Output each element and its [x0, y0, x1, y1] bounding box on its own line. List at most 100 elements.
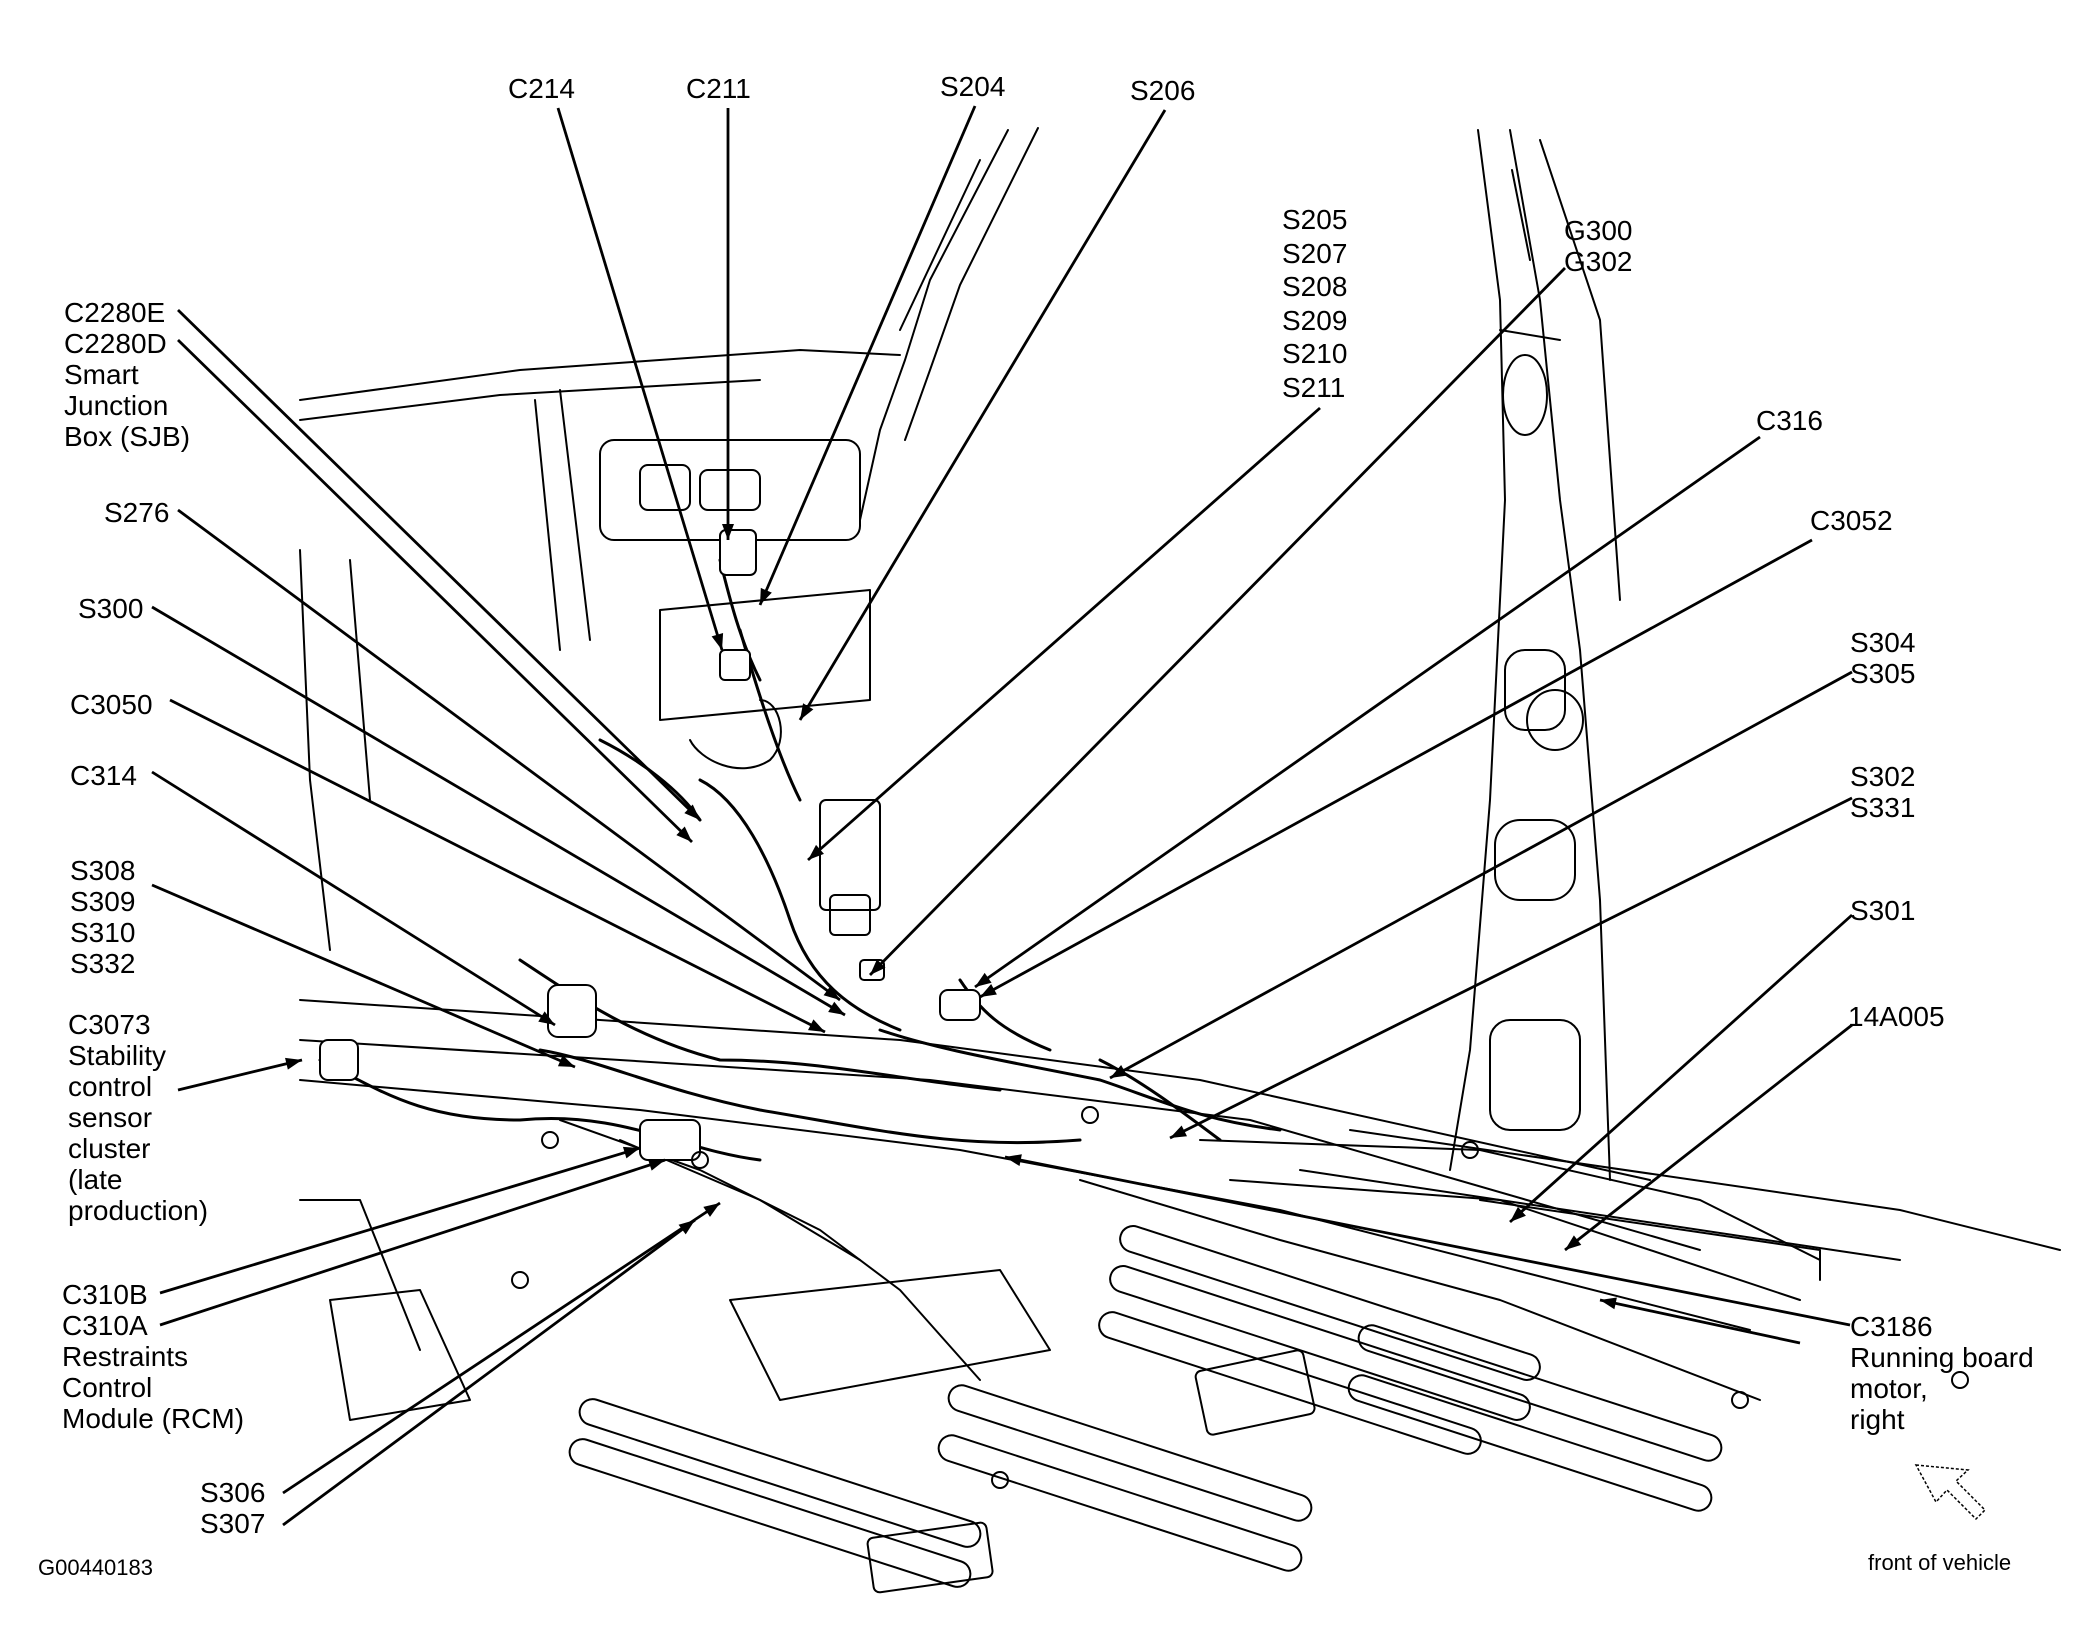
wiring-harness: [318, 558, 1282, 1162]
connector-shapes: [319, 529, 981, 1161]
callout-text: Stability: [68, 1040, 167, 1071]
callout-c310-rcm: C310B C310A Restraints Control Module (R…: [62, 1279, 244, 1434]
leader-s302: [1169, 796, 1853, 1140]
callout-s308-group: S308 S309 S310 S332: [70, 855, 135, 979]
callout-c214: C214: [508, 73, 575, 104]
callout-text: S206: [1130, 75, 1196, 106]
leader-s307-arrowhead: [678, 1220, 695, 1235]
callout-text: S306: [200, 1477, 266, 1508]
callout-text: Box (SJB): [64, 421, 191, 452]
leader-s308-arrowhead: [557, 1055, 575, 1067]
callout-text: C310A: [62, 1310, 148, 1341]
callout-c316: C316: [1756, 405, 1823, 436]
callout-text: G302: [1564, 246, 1633, 277]
leader-c316-arrowhead: [975, 972, 992, 987]
leader-c3052-arrowhead: [980, 984, 997, 997]
leader-s304-arrowhead: [1110, 1065, 1127, 1078]
callout-text: G300: [1564, 215, 1633, 246]
callout-14a005: 14A005: [1848, 1001, 1945, 1032]
callout-text: C316: [1756, 405, 1823, 436]
b-pillar-outline: [1449, 129, 1506, 1171]
leader-s205-arrowhead: [808, 844, 824, 860]
floor-mount-holes: [511, 1106, 1969, 1489]
callout-s304-group: S304 S305: [1850, 627, 1915, 689]
callout-text: S307: [200, 1508, 266, 1539]
callout-text: Module (RCM): [62, 1403, 245, 1434]
callout-c3052: C3052: [1810, 505, 1893, 536]
callout-text: S204: [940, 71, 1006, 102]
leader-g300: [869, 267, 1566, 976]
callout-text: S211: [1282, 371, 1346, 403]
callout-s206: S206: [1130, 75, 1195, 106]
callout-text: C3052: [1810, 505, 1893, 536]
callout-c2280-sjb: C2280E C2280D Smart Junction Box (SJB): [64, 297, 190, 452]
callout-text: S308: [70, 855, 136, 886]
callout-s204: S204: [940, 71, 1005, 102]
callout-text: S276: [104, 497, 170, 528]
callout-text: (late: [68, 1164, 123, 1195]
leader-c310b-arrowhead: [622, 1146, 640, 1159]
leader-c314: [151, 770, 556, 1027]
figure-id: G00440183: [38, 1555, 153, 1580]
floor-pan-ribs: [568, 1225, 1723, 1588]
leader-s205: [807, 406, 1321, 862]
callout-g300-group: G300 G302: [1564, 215, 1633, 277]
leader-s206-arrowhead: [800, 703, 814, 720]
callout-text: C214: [508, 73, 575, 104]
callout-text: Junction: [64, 390, 169, 421]
callout-s301: S301: [1850, 895, 1915, 926]
leader-g300-arrowhead: [870, 959, 886, 975]
leader-s300-arrowhead: [828, 1001, 845, 1015]
callout-text: S205: [1282, 204, 1348, 235]
leader-14a005-arrowhead: [1565, 1235, 1582, 1250]
callout-text: Running board: [1850, 1342, 2034, 1373]
leader-s300: [151, 605, 846, 1017]
leader-c214-arrowhead: [711, 632, 724, 650]
callout-s302-group: S302 S331: [1850, 761, 1915, 823]
callout-text: S302: [1850, 761, 1916, 792]
leader-c3050-arrowhead: [808, 1019, 825, 1032]
callout-text: production): [68, 1195, 209, 1226]
leader-c3052: [979, 538, 1813, 999]
leader-c211-arrowhead: [722, 524, 734, 540]
callout-text: Control: [62, 1372, 153, 1403]
callout-text: C2280E: [64, 297, 166, 328]
leader-c3186a-arrowhead: [1005, 1154, 1022, 1167]
a-pillar-outline: [859, 129, 1009, 521]
leader-c2280d: [177, 338, 693, 844]
callout-text: S304: [1850, 627, 1916, 658]
dashboard-outline: [299, 349, 901, 401]
leader-s301: [1509, 913, 1853, 1224]
callout-text: C3073: [68, 1009, 151, 1040]
callout-s306-group: S306 S307: [200, 1477, 265, 1539]
leader-s276: [177, 508, 841, 1002]
front-of-vehicle-arrow-icon: [1914, 1464, 1987, 1521]
callout-c3073-stability-sensor: C3073 Stability control sensor cluster (…: [68, 1009, 208, 1226]
leader-c3073-arrowhead: [285, 1057, 302, 1070]
callout-text: cluster: [68, 1133, 151, 1164]
callout-text: Smart: [64, 359, 139, 390]
callout-text: 14A005: [1848, 1001, 1945, 1032]
callout-text: C211: [686, 73, 751, 104]
callout-text: control: [68, 1071, 153, 1102]
callout-text: S207: [1282, 237, 1348, 269]
callout-c3186-running-board: C3186 Running board motor, right: [1850, 1311, 2034, 1435]
leader-s302-arrowhead: [1170, 1125, 1187, 1138]
callout-text: Restraints: [62, 1341, 189, 1372]
leader-c3050: [169, 698, 826, 1034]
callout-text: S208: [1282, 271, 1348, 302]
floor-tunnel: [299, 999, 1651, 1181]
callout-c3050: C3050: [70, 689, 153, 720]
callout-text: C3050: [70, 689, 153, 720]
callout-text: S305: [1850, 658, 1916, 689]
leader-s308: [151, 883, 576, 1069]
leader-c310a-arrowhead: [647, 1159, 665, 1171]
leader-s276-arrowhead: [823, 985, 840, 1000]
leader-c3073: [177, 1058, 303, 1092]
front-of-vehicle-caption: front of vehicle: [1868, 1550, 2012, 1575]
callout-text: S309: [70, 886, 136, 917]
leader-s204-arrowhead: [760, 587, 772, 605]
leader-c2280d-arrowhead: [676, 826, 692, 842]
